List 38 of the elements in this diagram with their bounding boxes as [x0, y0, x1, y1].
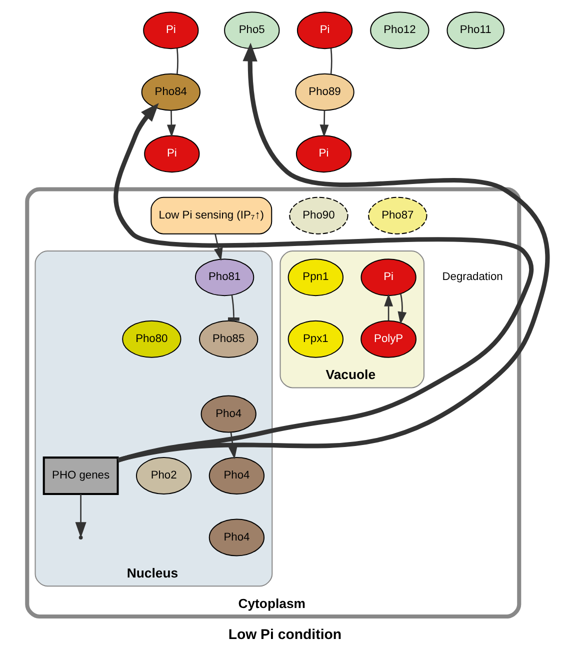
arrow [398, 294, 407, 325]
node-ellipse: Pi [296, 135, 352, 173]
node-ellipse: Pho87 [368, 196, 428, 234]
node-ellipse: Pi [360, 258, 416, 296]
node-box: PHO genes [42, 456, 119, 495]
node-ellipse: Ppn1 [288, 258, 344, 296]
arrow [75, 494, 86, 538]
node-ellipse: Pho5 [224, 12, 280, 50]
node-ellipse: PolyP [360, 320, 416, 358]
arrow [228, 432, 238, 460]
node-ellipse: Pho12 [370, 12, 430, 50]
node-ellipse: Pho2 [136, 457, 192, 494]
node-ellipse: Pho90 [289, 196, 348, 234]
node-ellipse: Pho89 [295, 73, 354, 111]
connector [228, 294, 240, 322]
node-ellipse: Pho4 [208, 457, 265, 494]
node-ellipse: Pho85 [199, 320, 258, 358]
arrow [114, 103, 534, 463]
connector [176, 48, 178, 74]
node-ellipse: Pi [296, 12, 353, 50]
node-ellipse: Pho4 [200, 395, 256, 433]
node-ellipse: Pho4 [208, 518, 265, 556]
arrow [117, 42, 550, 462]
node-ellipse: Pi [144, 135, 200, 173]
node-ellipse: Pho81 [194, 258, 254, 296]
node-ellipse: Pi [143, 12, 199, 50]
arrow [166, 110, 176, 138]
node-ellipse: Pho11 [446, 12, 504, 50]
connector [330, 48, 332, 74]
node-ellipse: Pho80 [122, 320, 182, 358]
caption: Low Pi condition [228, 626, 342, 643]
arrow [214, 234, 223, 261]
label: Degradation [442, 271, 503, 284]
node-ellipse: Ppx1 [288, 320, 344, 358]
arrow [320, 110, 329, 138]
arrow [384, 294, 394, 321]
node-ellipse: Pho84 [141, 73, 200, 111]
node-box: Low Pi sensing (IP₇↑) [150, 196, 272, 234]
